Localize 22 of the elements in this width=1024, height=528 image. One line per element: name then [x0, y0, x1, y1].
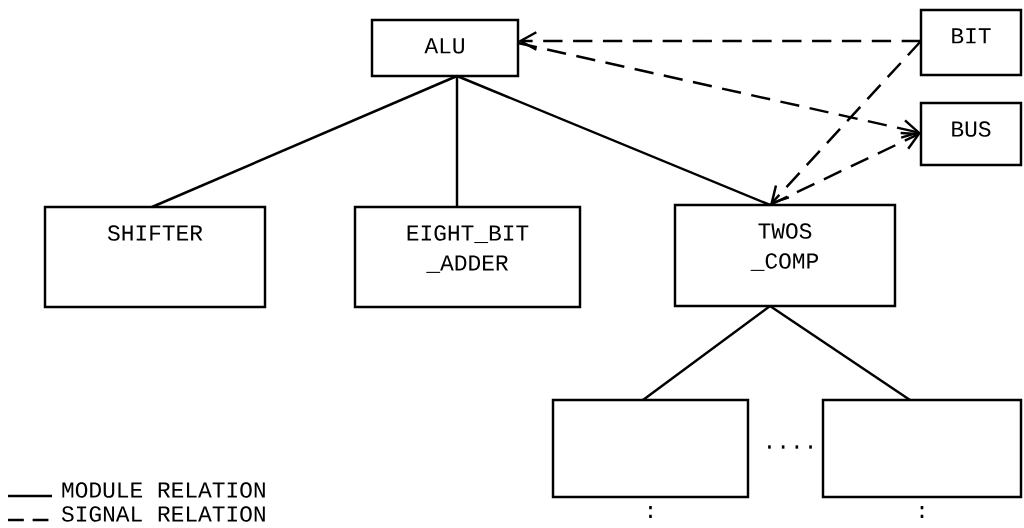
connector: [151, 74, 458, 209]
connector: [455, 76, 459, 207]
legend-text: SIGNAL RELATION: [61, 506, 265, 522]
ellipsis: ....: [768, 445, 812, 449]
connector: [769, 304, 911, 402]
legend-text: MODULE RELATION: [62, 482, 265, 498]
connector: [770, 40, 922, 205]
module-box: [821, 398, 1023, 499]
module-box: EIGHT_BIT _ADDER: [353, 205, 582, 309]
module-box: SHIFTER: [43, 205, 267, 309]
continuation-dots: :: [649, 505, 652, 519]
connector: [456, 74, 771, 207]
module-box: BUS: [919, 101, 1023, 167]
connector: [769, 131, 921, 207]
connector: [517, 41, 921, 139]
module-box: [551, 398, 750, 499]
connector: [518, 31, 921, 51]
module-box: BIT: [919, 8, 1023, 77]
connector: [642, 305, 771, 401]
module-box: ALU: [370, 18, 520, 78]
module-box: TWOS _COMP: [673, 203, 897, 308]
continuation-dots: :: [920, 505, 924, 519]
